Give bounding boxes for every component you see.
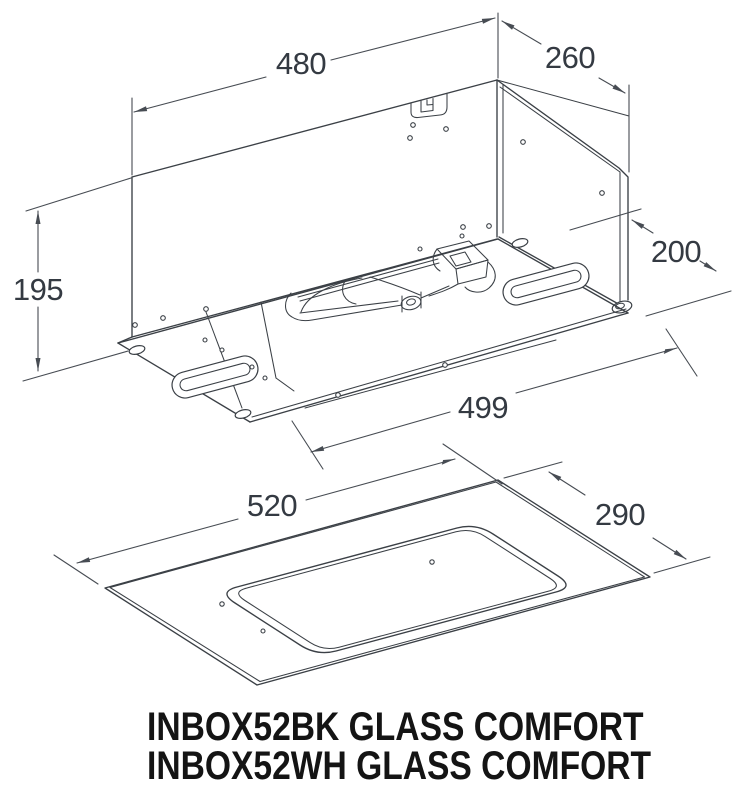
filter-frame	[226, 525, 567, 654]
interior-bracket	[205, 301, 295, 409]
keyhole-slot	[410, 93, 448, 119]
model-name-bk: INBOX52BK GLASS COMFORT	[147, 705, 644, 749]
vent-slot-right	[502, 262, 590, 306]
dim-label-520: 520	[247, 488, 297, 523]
rear-panel	[131, 79, 630, 338]
dim-label-499: 499	[458, 390, 508, 425]
dim-label-200: 200	[651, 234, 701, 269]
dim-body-top-depth: 260	[501, 20, 630, 173]
model-name-wh: INBOX52WH GLASS COMFORT	[147, 744, 652, 788]
glass-panel-drawing	[104, 479, 651, 686]
dim-glass-width: 520	[53, 443, 503, 585]
mounting-rail	[297, 258, 440, 302]
dim-label-195: 195	[13, 272, 63, 307]
dimensions: 480 260 195 200	[13, 12, 732, 585]
vent-slot-left	[171, 355, 259, 399]
dim-glass-depth: 290	[503, 461, 711, 574]
screw-holes	[132, 122, 605, 398]
model-names: INBOX52BK GLASS COMFORT INBOX52WH GLASS …	[147, 705, 652, 788]
dim-body-bottom-width: 499	[291, 328, 698, 470]
dim-body-bottom-depth: 200	[569, 208, 732, 317]
dim-label-480: 480	[276, 46, 326, 81]
hood-body-drawing	[117, 79, 633, 423]
dim-label-260: 260	[545, 40, 595, 75]
dim-body-top-width: 480	[131, 12, 499, 176]
blower-scroll	[284, 240, 496, 322]
mounting-ovals	[128, 238, 529, 419]
dim-body-height: 195	[13, 177, 132, 382]
dim-label-290: 290	[595, 497, 645, 532]
